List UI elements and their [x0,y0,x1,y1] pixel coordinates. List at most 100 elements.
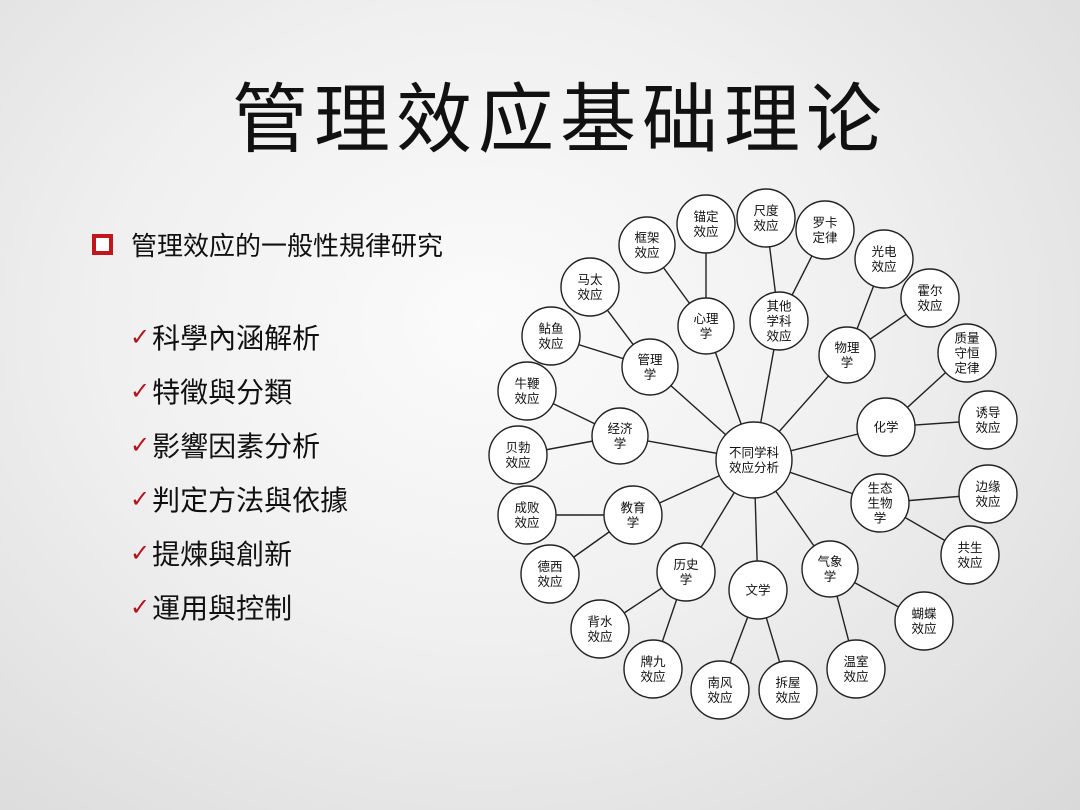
diagram-node-circle [521,306,581,366]
diagram-node-label: 化学 [873,420,898,435]
diagram-node-label: 牌九 [640,654,666,669]
diagram-node-label: 马太 [577,272,603,287]
diagram-node-circle [856,397,916,457]
diagram-node-label: 效应 [775,690,800,705]
section-heading: 管理效应的一般性規律研究 [92,226,443,263]
diagram-node-label: 效应 [871,259,896,274]
check-icon: ✓ [130,539,151,567]
diagram-node-label: 共生 [957,540,982,555]
section-heading-text: 管理效应的一般性規律研究 [131,232,444,262]
diagram-node-label: 效应分析 [729,460,779,475]
bullet-list: ✓ 科學內涵解析 ✓ 特徵與分類 ✓ 影響因素分析 ✓ 判定方法與依據 ✓ 提煉… [130,310,348,634]
diagram-node-label: 效应 [975,420,1000,435]
check-icon: ✓ [130,485,151,513]
list-item: ✓ 提煉與創新 [130,526,348,580]
diagram-node-label: 蝴蝶 [911,606,937,621]
diagram-node-label: 效应 [975,494,1000,509]
diagram-node-label: 效应 [514,391,539,406]
list-item: ✓ 特徵與分類 [130,364,348,418]
diagram-node-label: 物理 [834,340,860,355]
diagram-node-circle [618,216,676,274]
diagram-node-circle [801,540,859,598]
diagram-node-circle [850,473,910,533]
diagram-node-label: 罗卡 [812,215,837,230]
diagram-node-circle [570,599,630,659]
diagram-node-label: 效应 [693,224,718,239]
diagram-node-label: 拆屋 [775,675,800,690]
diagram-node-label: 效应 [766,329,791,344]
diagram-node-label: 学 [680,572,693,587]
diagram-node-circle [488,425,548,485]
slide-title: 管理效应基础理论 [232,75,888,164]
check-icon: ✓ [130,593,151,621]
diagram-node-label: 效应 [537,574,562,589]
diagram-node-circle [560,257,620,317]
diagram-node-label: 学 [841,355,854,370]
diagram-node-label: 学 [614,436,627,451]
diagram-node-label: 诱导 [975,405,1000,420]
list-item-text: 影響因素分析 [152,430,321,463]
diagram-node-circle [715,421,793,499]
diagram-node-circle [854,229,914,289]
diagram-node-label: 效应 [505,455,530,470]
diagram-node-circle [826,639,886,699]
diagram-node-circle [818,326,876,384]
diagram-node-label: 效应 [911,621,936,636]
diagram-node-jingji: 经济学 [591,407,649,465]
diagram-node-circle [591,407,649,465]
diagram-node-label: 框架 [634,230,659,245]
diagram-node-circle [958,390,1018,450]
diagram-node-circle [958,464,1018,524]
diagram-node-label: 生物 [867,496,892,511]
diagram-node-circle [623,639,683,699]
diagram-node-label: 学 [627,515,640,530]
diagram-node-label: 边缘 [975,479,1001,494]
diagram-node-label: 学科 [766,314,792,329]
diagram-node-qixiang: 气象学 [801,540,859,598]
diagram-node-circle [736,188,796,248]
list-item-text: 提煉與創新 [152,538,293,571]
diagram-node-label: 鲇鱼 [538,321,563,336]
list-item: ✓ 科學內涵解析 [130,310,348,364]
diagram-node-label: 尺度 [753,203,779,218]
list-item: ✓ 判定方法與依據 [130,472,348,526]
diagram-node-circle [603,485,663,545]
diagram-node-label: 教育 [620,500,645,515]
diagram-node-circle [621,338,679,396]
diagram-node-circle [520,544,580,604]
diagram-node-label: 学 [700,326,713,341]
diagram-node-label: 守恒 [954,346,979,361]
diagram-node-label: 其他 [766,299,792,314]
diagram-node-circle [728,560,788,620]
check-icon: ✓ [130,431,151,459]
diagram-node-label: 效应 [587,629,612,644]
diagram-node-label: 南风 [707,675,733,690]
diagram-node-lishi: 历史学 [656,542,716,602]
list-item-text: 特徵與分類 [152,376,293,409]
diagram-node-label: 温室 [843,654,868,669]
diagram-node-circle [937,323,997,383]
diagram-node-label: 霍尔 [917,283,942,298]
diagram-node-circle [758,660,818,720]
diagram-node-wenxue: 文学 [728,560,788,620]
diagram-node-label: 德西 [537,559,562,574]
